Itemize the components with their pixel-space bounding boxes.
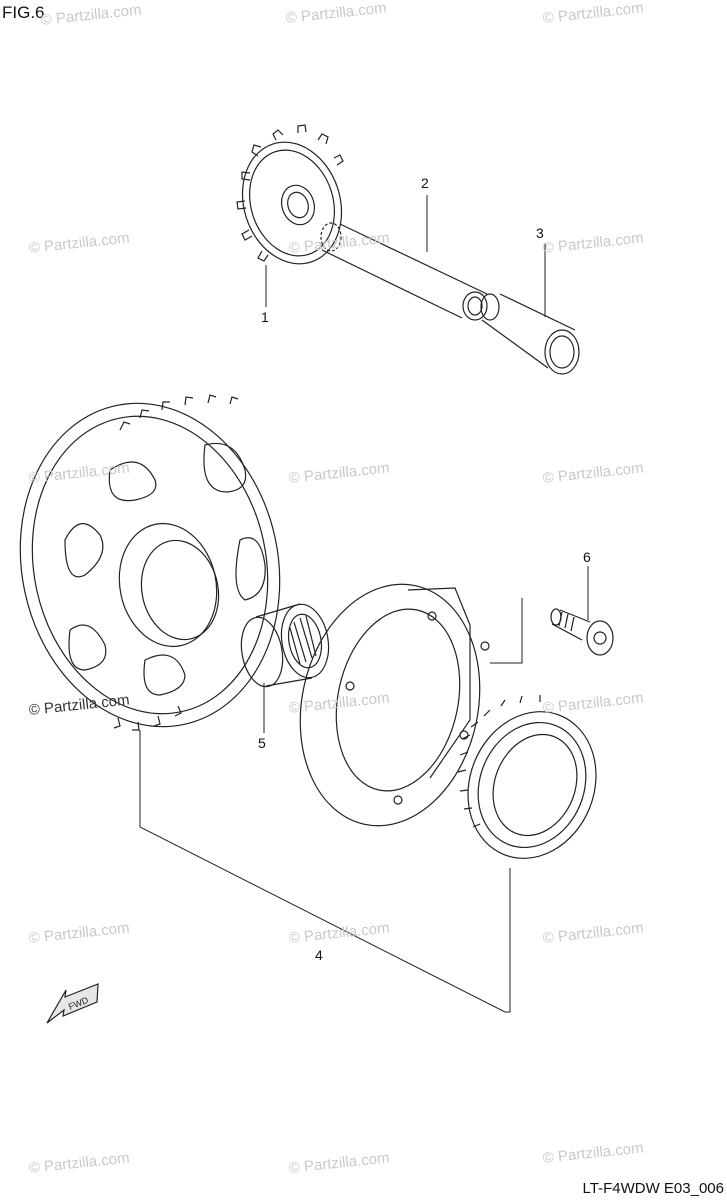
- part-5-needle-bearing: [240, 603, 330, 688]
- part-6-bolt: [550, 608, 614, 656]
- fwd-arrow-icon: FWD: [46, 983, 99, 1024]
- callout-2: 2: [421, 175, 429, 191]
- part-3-bushing: [480, 293, 580, 375]
- part-4-starter-driven-gear: [19, 394, 281, 731]
- callout-6: 6: [583, 549, 591, 565]
- leader-lines: [139, 195, 589, 1013]
- figure-label: FIG.6: [2, 3, 45, 22]
- part-4-one-way-clutch: [457, 695, 597, 859]
- callout-5: 5: [258, 735, 266, 751]
- callout-4: 4: [315, 947, 323, 963]
- part-1-idle-gear: [236, 124, 344, 265]
- callout-1: 1: [261, 309, 269, 325]
- part-4-clutch-housing: [299, 583, 490, 827]
- callout-3: 3: [536, 225, 544, 241]
- diagram-code: LT-F4WDW E03_006: [582, 1180, 724, 1197]
- part-2-shaft: [320, 222, 488, 321]
